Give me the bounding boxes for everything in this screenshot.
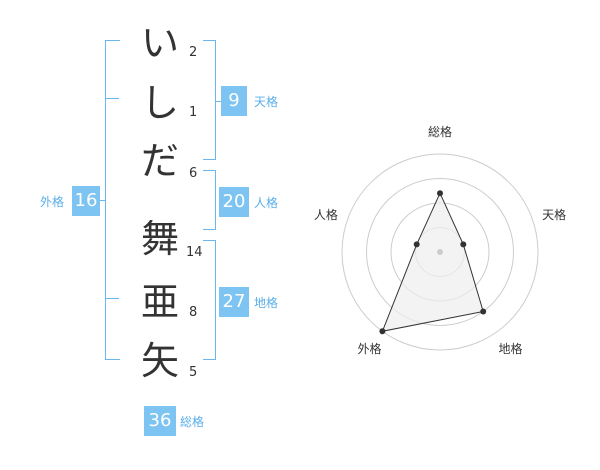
radar-ring <box>341 153 539 351</box>
radar-axis-label-chikaku: 地格 <box>498 341 522 356</box>
name-char-4: 舞 <box>140 217 179 261</box>
stroke-count-4: 14 <box>186 245 203 260</box>
jinkaku-bracket <box>203 170 216 230</box>
radar-chart: 総格 天格 地格 外格 人格 <box>314 124 566 356</box>
tenkaku-label: 天格 <box>254 95 279 109</box>
radar-axis-label-gaikaku: 外格 <box>357 341 381 356</box>
name-char-5: 亜 <box>140 280 179 324</box>
gaikaku-bracket-tick-top <box>105 98 119 99</box>
stroke-count-3: 6 <box>189 166 198 181</box>
radar-point <box>460 241 467 248</box>
tenkaku-badge: 9 <box>221 86 247 116</box>
name-char-6: 矢 <box>140 339 179 383</box>
gaikaku-bracket-tick-bottom <box>105 298 119 299</box>
gaikaku-label: 外格 <box>40 195 65 209</box>
radar-center <box>437 249 443 255</box>
stroke-count-5: 8 <box>189 305 198 320</box>
soukaku-label: 総格 <box>180 415 205 429</box>
tenkaku-connector <box>215 101 221 102</box>
jinkaku-badge: 20 <box>219 187 249 217</box>
stroke-count-1: 2 <box>189 45 198 60</box>
stroke-count-2: 1 <box>189 105 198 120</box>
gaikaku-badge: 16 <box>72 186 100 216</box>
radar-point <box>379 328 386 335</box>
chikaku-badge: 27 <box>219 287 249 317</box>
gaikaku-bracket <box>105 40 120 360</box>
name-char-2: し <box>140 81 179 125</box>
stroke-count-6: 5 <box>189 365 198 380</box>
radar-ring <box>366 178 514 326</box>
chikaku-bracket <box>203 240 216 360</box>
radar-points <box>379 190 487 335</box>
radar-point <box>413 241 420 248</box>
radar-axis-label-soukaku: 総格 <box>428 124 452 139</box>
soukaku-badge: 36 <box>144 406 176 436</box>
radar-point <box>437 190 443 197</box>
radar-polygon <box>381 191 484 332</box>
chikaku-label: 地格 <box>254 296 279 310</box>
radar-point <box>480 308 487 315</box>
tenkaku-bracket <box>203 40 216 160</box>
jinkaku-label: 人格 <box>254 196 279 210</box>
radar-axis-label-tenkaku: 天格 <box>542 207 566 222</box>
name-char-3: だ <box>140 139 179 183</box>
name-char-1: い <box>140 21 179 65</box>
radar-axis-label-jinkaku: 人格 <box>314 207 338 222</box>
